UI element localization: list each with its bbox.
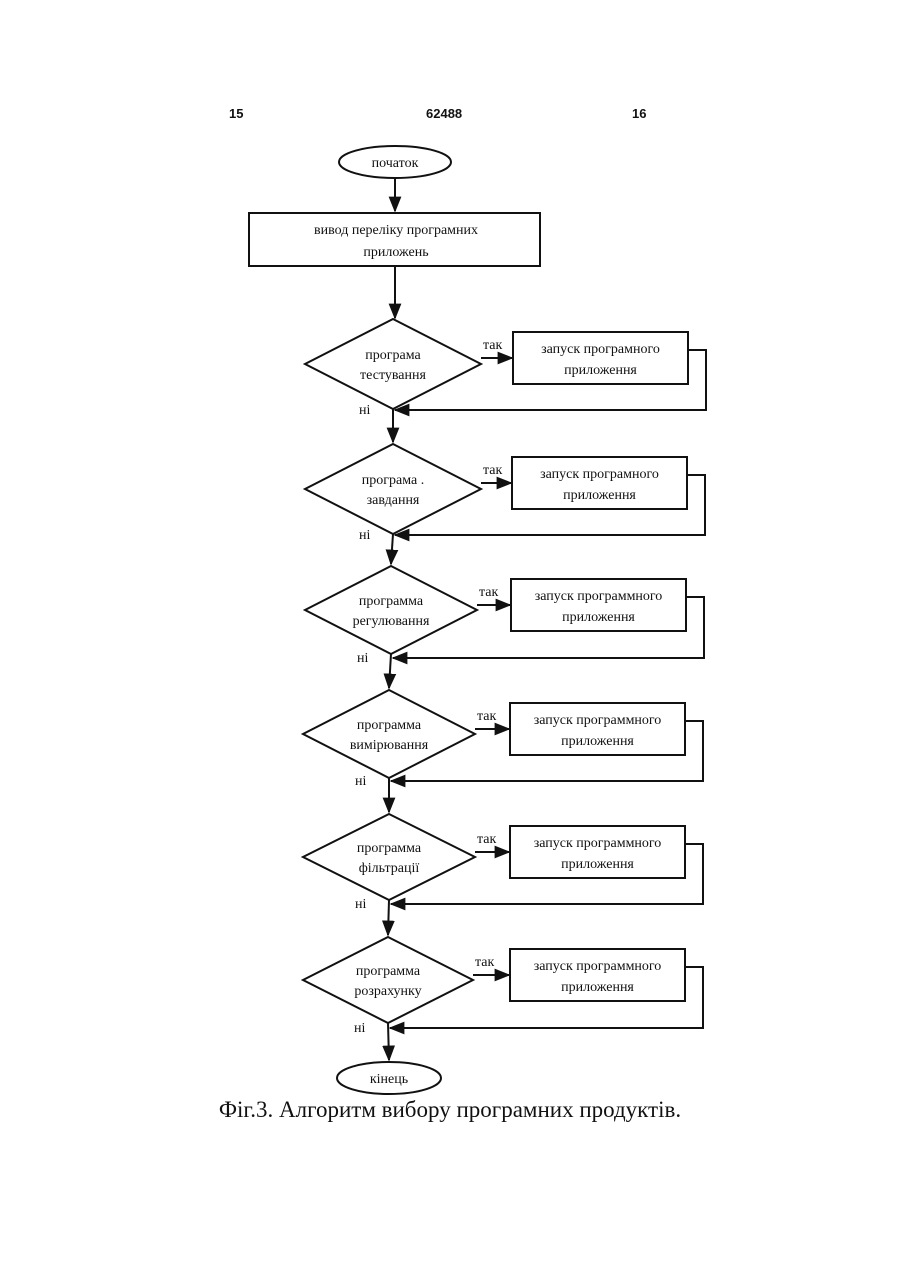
return-line-4 xyxy=(391,721,703,781)
decision-diamond-6 xyxy=(303,937,473,1023)
no-label-6: ні xyxy=(354,1021,365,1036)
decision-5-label-line2: фільтрації xyxy=(359,861,420,876)
no-label-4: ні xyxy=(355,774,366,789)
yes-label-4: так xyxy=(477,709,497,724)
decision-3-label-line2: регулювання xyxy=(353,614,430,629)
process-label-line1: вивод переліку програмних xyxy=(314,223,478,238)
arrow-no-3 xyxy=(389,654,391,688)
arrow-no-5 xyxy=(388,900,389,935)
action-3-label-line2: приложення xyxy=(562,610,635,625)
return-line-1 xyxy=(395,350,706,410)
decision-diamond-2 xyxy=(305,444,481,534)
process-label-line2: приложень xyxy=(363,245,428,260)
return-line-3 xyxy=(393,597,704,658)
no-label-2: ні xyxy=(359,528,370,543)
decision-diamond-3 xyxy=(305,566,477,654)
no-label-3: ні xyxy=(357,651,368,666)
decision-6-label-line1: программа xyxy=(356,964,421,979)
action-4-label-line1: запуск программного xyxy=(534,713,662,728)
no-label-5: ні xyxy=(355,897,366,912)
decision-1-label-line1: програма xyxy=(365,348,421,363)
action-6-label-line2: приложення xyxy=(561,980,634,995)
yes-label-1: так xyxy=(483,338,503,353)
arrow-no-2 xyxy=(391,534,393,564)
action-5-label-line2: приложення xyxy=(561,857,634,872)
end-label: кінець xyxy=(370,1072,408,1087)
action-1-label-line1: запуск програмного xyxy=(541,342,660,357)
action-2-label-line2: приложення xyxy=(563,488,636,503)
arrow-no-6 xyxy=(388,1023,389,1060)
action-6-label-line1: запуск программного xyxy=(534,959,662,974)
decision-2-label-line1: програма . xyxy=(362,473,424,488)
yes-label-2: так xyxy=(483,463,503,478)
yes-label-5: так xyxy=(477,832,497,847)
action-5-label-line1: запуск программного xyxy=(534,836,662,851)
yes-label-6: так xyxy=(475,955,495,970)
return-line-2 xyxy=(395,475,705,535)
decision-3-label-line1: программа xyxy=(359,594,424,609)
action-1-label-line2: приложення xyxy=(564,363,637,378)
yes-label-3: так xyxy=(479,585,499,600)
decision-2-label-line2: завдання xyxy=(367,493,420,508)
action-4-label-line2: приложення xyxy=(561,734,634,749)
decision-6-label-line2: розрахунку xyxy=(354,984,421,999)
decision-1-label-line2: тестування xyxy=(360,368,426,383)
no-label-1: ні xyxy=(359,403,370,418)
start-label: початок xyxy=(372,156,419,171)
decision-diamond-4 xyxy=(303,690,475,778)
decision-diamond-1 xyxy=(305,319,481,409)
return-line-5 xyxy=(391,844,703,904)
action-2-label-line1: запуск програмного xyxy=(540,467,659,482)
decision-5-label-line1: программа xyxy=(357,841,422,856)
action-3-label-line1: запуск программного xyxy=(535,589,663,604)
decision-4-label-line1: программа xyxy=(357,718,422,733)
decision-diamond-5 xyxy=(303,814,475,900)
figure-caption: Фіг.3. Алгоритм вибору програмних продук… xyxy=(0,1097,900,1123)
decision-4-label-line2: вимірювання xyxy=(350,738,429,753)
